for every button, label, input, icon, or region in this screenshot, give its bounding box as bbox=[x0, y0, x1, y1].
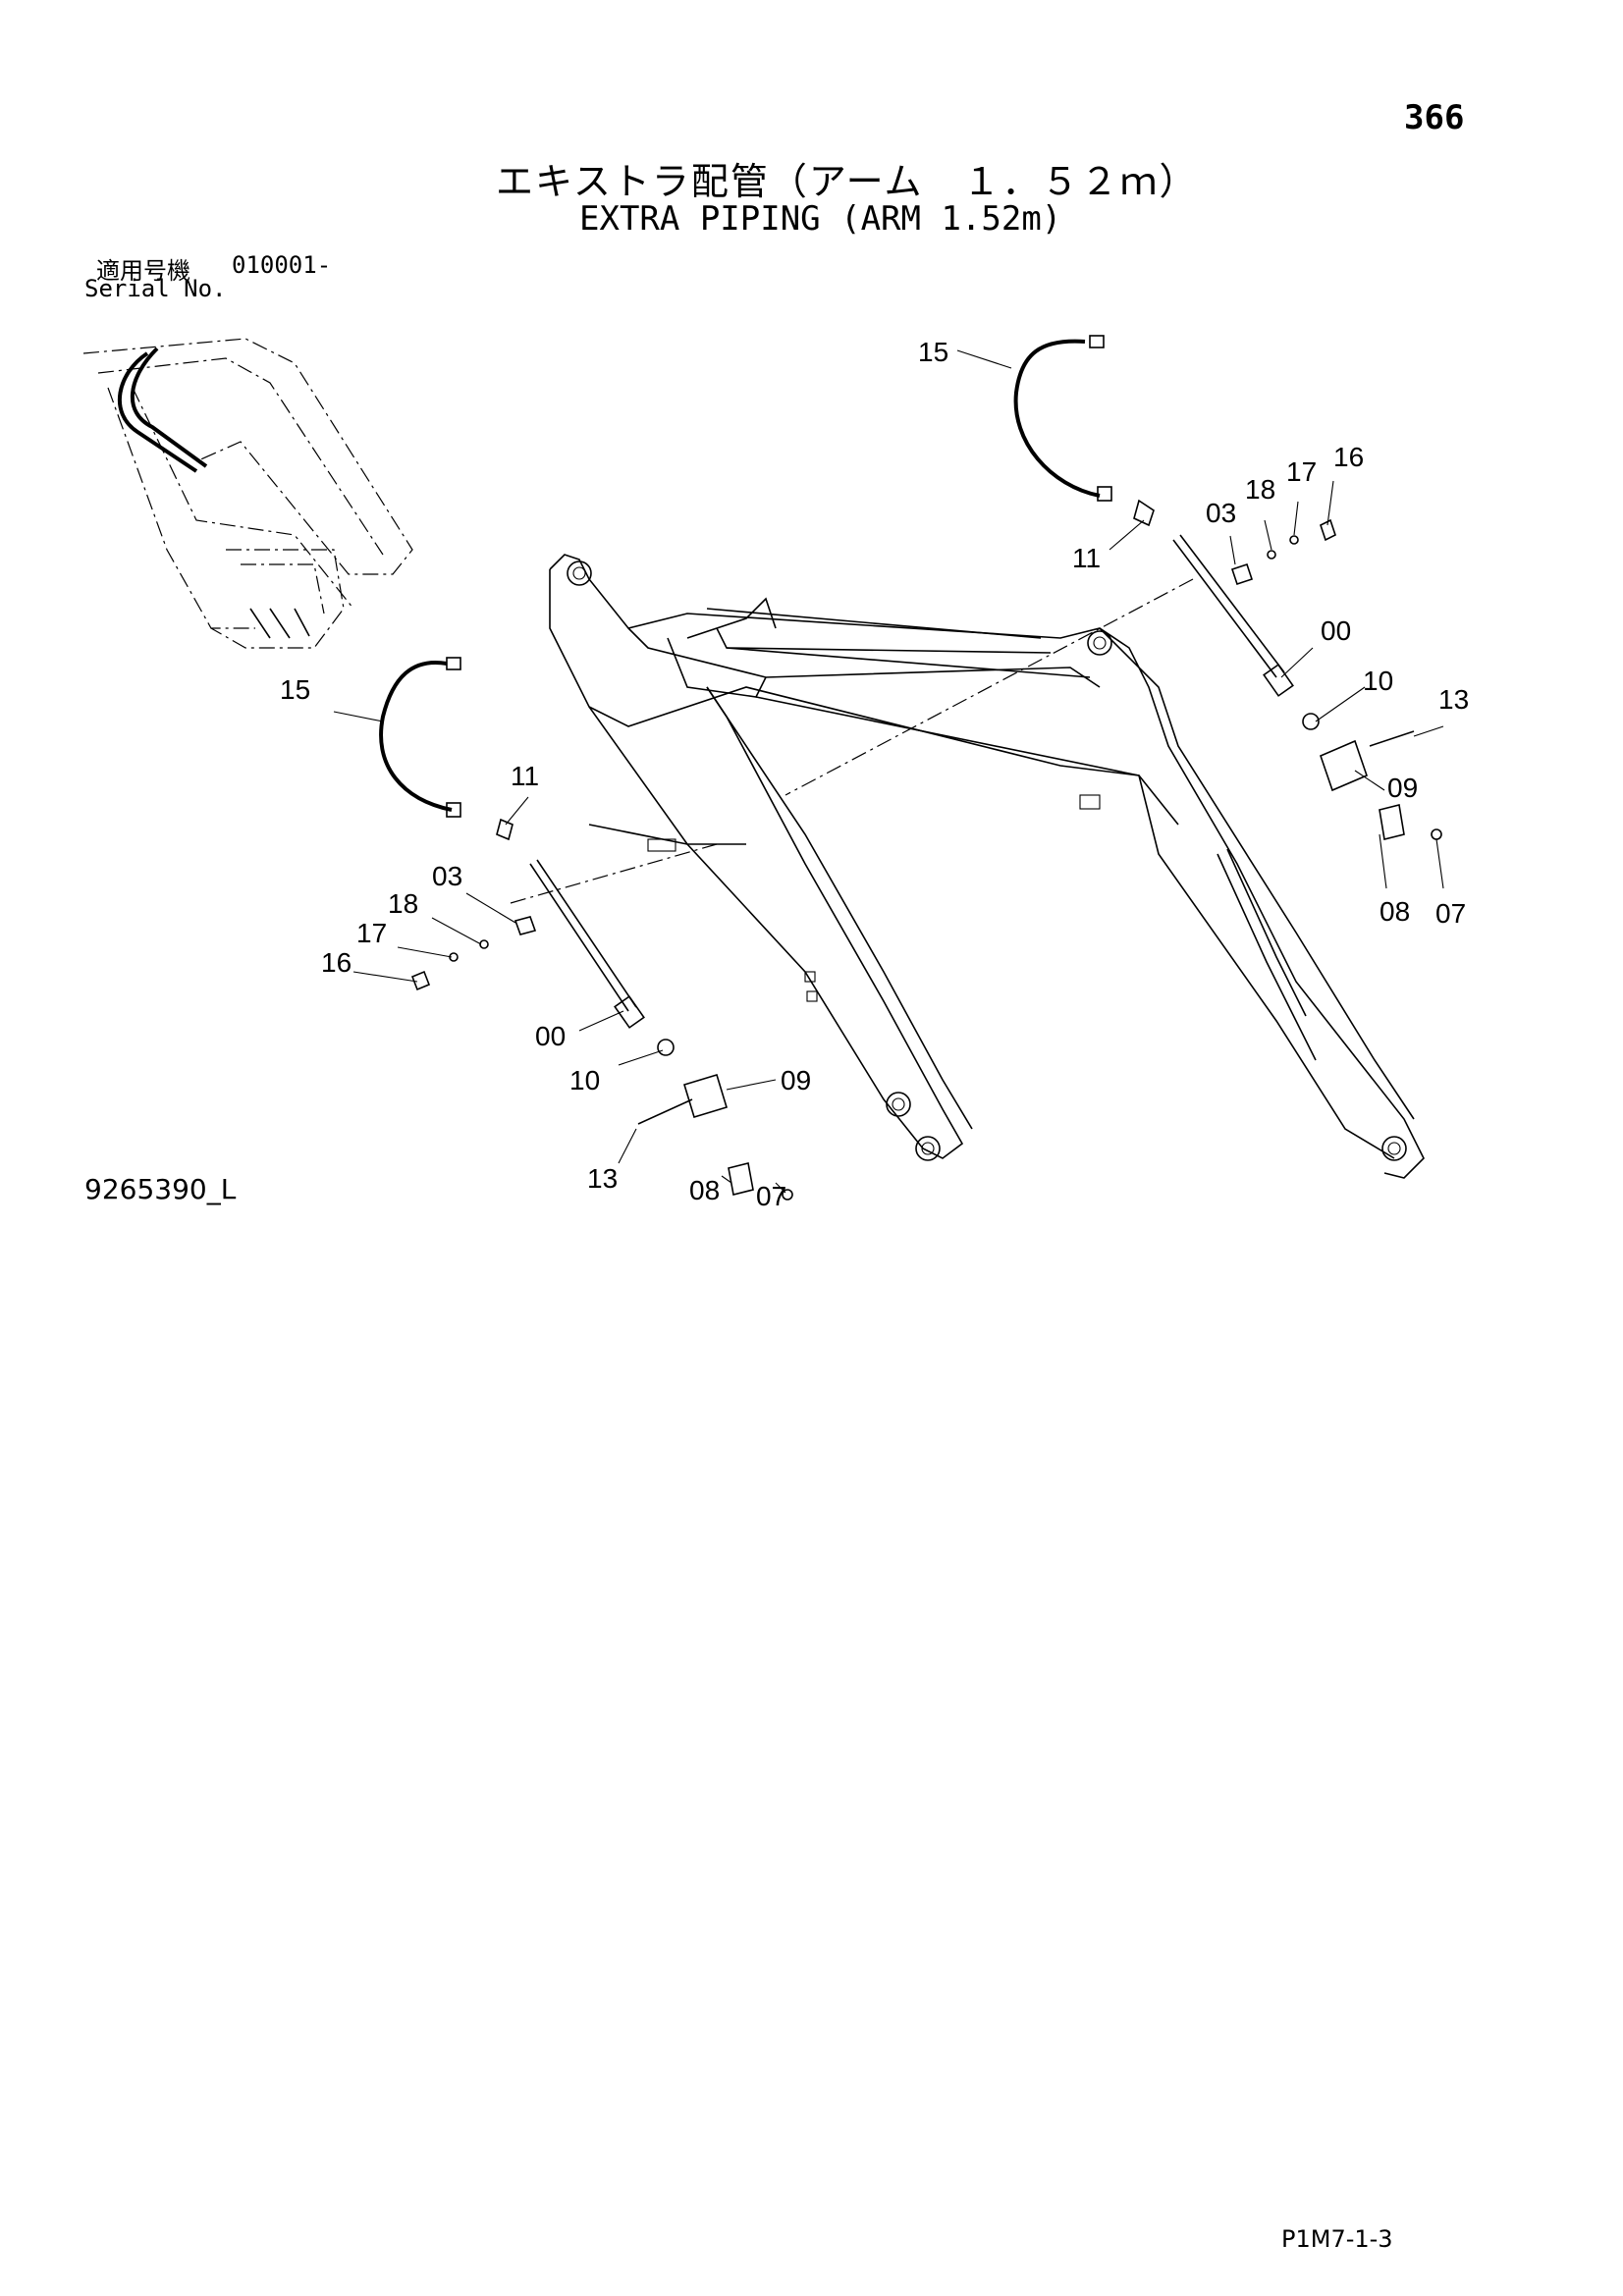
callout-right-17: 17 bbox=[1286, 456, 1317, 487]
callouts-left-assembly: 15 11 03 18 17 16 00 10 09 13 08 07 bbox=[280, 674, 811, 1211]
thumbnail-arm-drawing bbox=[82, 338, 413, 649]
page-number: 366 bbox=[1404, 98, 1465, 137]
left-hose-assembly bbox=[379, 657, 793, 1201]
leader-lines bbox=[333, 349, 1444, 1194]
callout-right-18: 18 bbox=[1245, 474, 1275, 505]
title-japanese: エキストラ配管（アーム １．５２ｍ） bbox=[496, 160, 1199, 203]
callout-right-10: 10 bbox=[1363, 666, 1393, 696]
callout-right-13: 13 bbox=[1438, 684, 1469, 715]
callout-left-18: 18 bbox=[388, 888, 418, 919]
callout-left-03: 03 bbox=[432, 861, 462, 891]
page-code: P1M7-1-3 bbox=[1281, 2225, 1393, 2253]
callout-right-00: 00 bbox=[1321, 615, 1351, 646]
callout-left-16: 16 bbox=[321, 947, 352, 978]
serial-label-english: Serial No. bbox=[84, 275, 227, 302]
drawing-number: 9265390_L bbox=[84, 1173, 237, 1205]
callout-right-11: 11 bbox=[1072, 543, 1101, 573]
serial-value: 010001- bbox=[232, 251, 332, 279]
callout-left-08: 08 bbox=[689, 1175, 720, 1205]
callout-left-17: 17 bbox=[356, 918, 387, 948]
arm-frame-drawing bbox=[549, 554, 1425, 1179]
callout-left-09: 09 bbox=[781, 1065, 811, 1095]
right-hose-assembly bbox=[1013, 335, 1442, 840]
callout-right-08: 08 bbox=[1380, 896, 1410, 927]
callout-right-07: 07 bbox=[1435, 898, 1466, 929]
callout-right-16: 16 bbox=[1333, 442, 1364, 472]
title-english: EXTRA PIPING (ARM 1.52m) bbox=[579, 199, 1062, 239]
callout-right-03: 03 bbox=[1206, 498, 1236, 528]
callout-right-15: 15 bbox=[918, 337, 948, 367]
callout-left-07: 07 bbox=[756, 1181, 786, 1211]
callout-left-15: 15 bbox=[280, 674, 310, 705]
serial-label-japanese: 適用号機 bbox=[96, 257, 190, 285]
callout-left-13: 13 bbox=[587, 1163, 618, 1194]
callout-left-10: 10 bbox=[569, 1065, 600, 1095]
callout-left-00: 00 bbox=[535, 1021, 566, 1051]
callout-right-09: 09 bbox=[1387, 773, 1418, 803]
callout-left-11: 11 bbox=[511, 761, 539, 791]
alignment-lines bbox=[510, 578, 1194, 904]
callouts-right-assembly: 15 11 03 18 17 16 00 10 13 09 08 07 bbox=[918, 337, 1469, 929]
